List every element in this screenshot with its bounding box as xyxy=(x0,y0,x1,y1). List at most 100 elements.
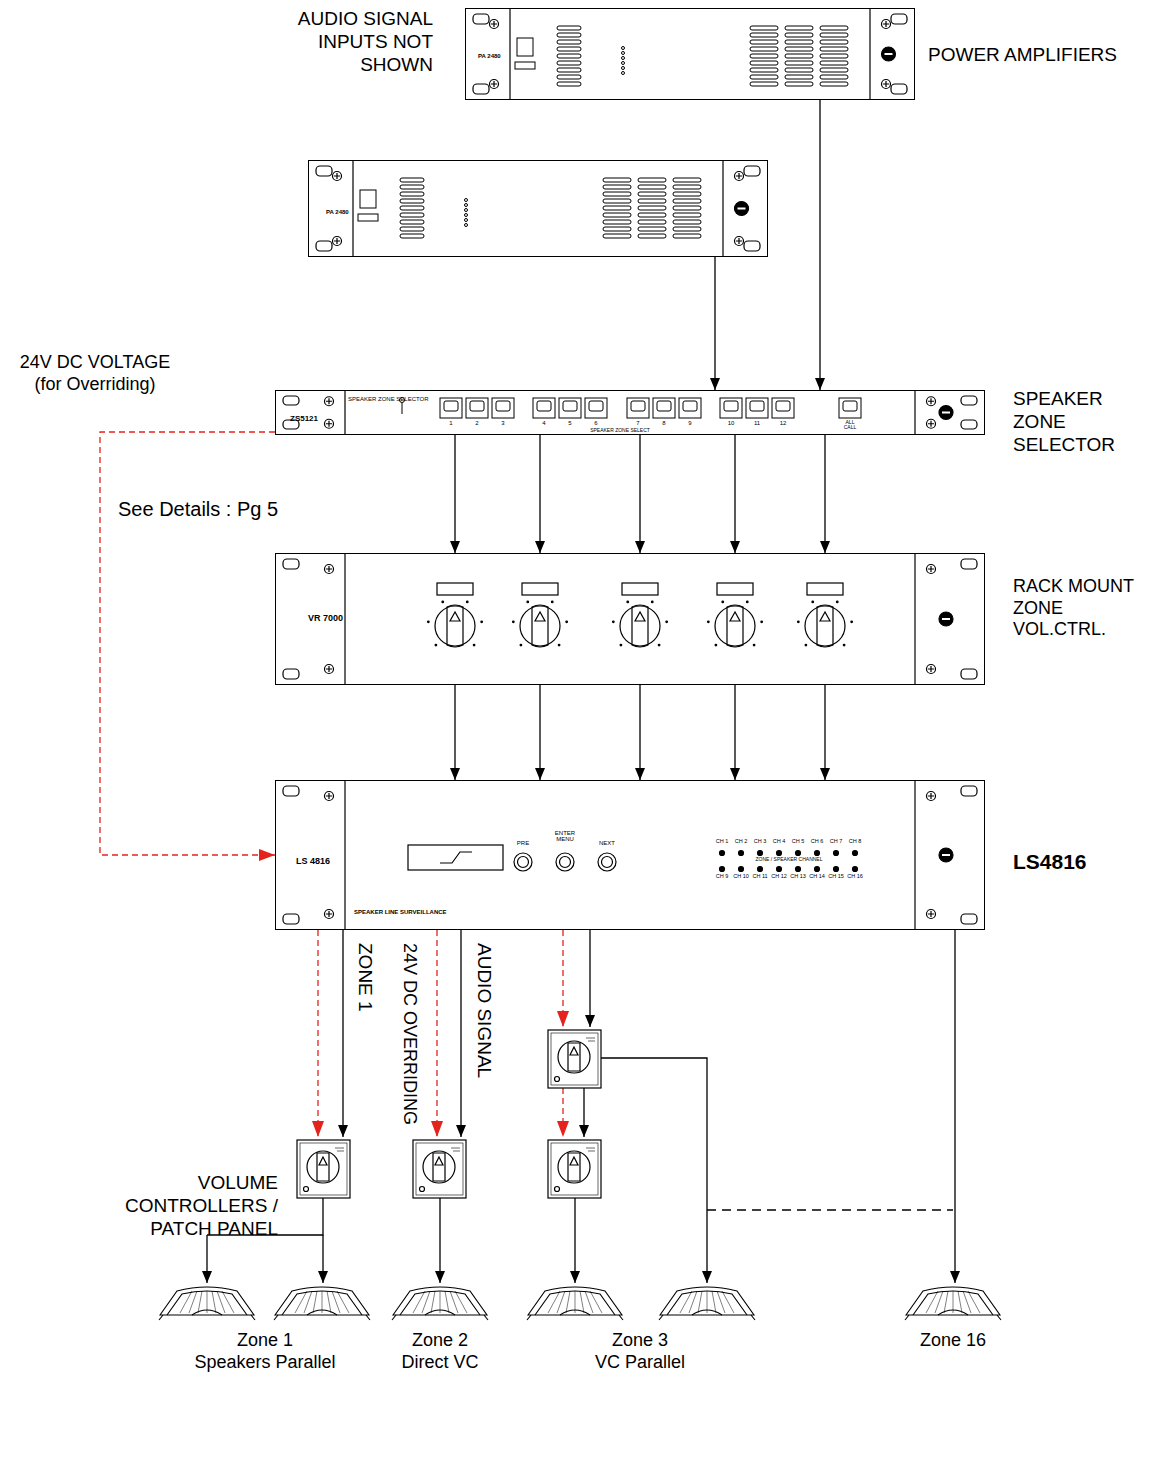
drawing-stroke xyxy=(590,1291,602,1313)
brand-logo xyxy=(738,208,746,210)
device-model: PA 2480 xyxy=(326,209,349,216)
vent-slot xyxy=(820,61,848,65)
channel-led xyxy=(834,851,839,856)
brand-logo xyxy=(942,854,950,856)
drawing-stroke xyxy=(557,1291,565,1313)
vent-slot xyxy=(400,206,424,210)
screw-cross xyxy=(326,793,332,799)
knob-grip xyxy=(632,605,648,647)
drawing-stroke xyxy=(528,1287,622,1315)
drawing-stroke xyxy=(566,1291,570,1313)
ceiling-speaker xyxy=(392,1287,488,1320)
signal-arrow xyxy=(454,685,455,780)
scale-tick xyxy=(722,601,724,603)
knob-grip xyxy=(447,605,463,647)
screw xyxy=(333,237,342,246)
panel-marking: ENTER MENU xyxy=(555,830,575,842)
vent-slot xyxy=(785,82,813,86)
zone-button xyxy=(470,401,484,411)
panel-marking: CH 15 xyxy=(828,874,844,880)
vent-slot xyxy=(750,82,778,86)
vent-slot xyxy=(603,206,631,210)
knob-pointer xyxy=(730,612,740,621)
panel-marking: ALL CALL xyxy=(844,420,857,430)
volume-knob xyxy=(805,606,845,646)
drawing-stroke xyxy=(558,1041,590,1073)
knob-pointer xyxy=(820,612,830,621)
screw-cross xyxy=(326,666,332,672)
mounting-slot xyxy=(891,84,907,94)
drawing-stroke xyxy=(322,1291,323,1313)
screw xyxy=(325,910,334,919)
annotation-label: LS4816 xyxy=(1013,849,1087,874)
brand-logo xyxy=(885,53,893,55)
drawing-stroke xyxy=(570,1047,578,1055)
vent-slot xyxy=(785,75,813,79)
zone-button xyxy=(533,398,555,418)
screw-cross xyxy=(928,793,934,799)
vent-slot xyxy=(400,213,424,217)
scale-tick xyxy=(442,601,444,603)
vent-slot xyxy=(400,178,424,182)
status-led xyxy=(622,47,625,50)
scale-tick xyxy=(812,601,814,603)
scale-tick xyxy=(566,621,568,623)
vent-slot xyxy=(557,82,581,86)
channel-led xyxy=(720,867,725,872)
screw-cross xyxy=(883,21,889,27)
zone-button xyxy=(589,401,603,411)
drawing-stroke xyxy=(667,1291,747,1315)
vent-slot xyxy=(750,40,778,44)
screw-cross xyxy=(883,81,889,87)
vent-slot xyxy=(750,47,778,51)
vent-slot xyxy=(750,75,778,79)
channel-led xyxy=(853,851,858,856)
vent-slot xyxy=(557,40,581,44)
channel-led xyxy=(815,851,820,856)
vent-slot xyxy=(603,234,631,238)
mounting-slot xyxy=(961,559,977,569)
vent-slot xyxy=(638,227,666,231)
drawing-stroke xyxy=(869,8,870,100)
drawing-stroke xyxy=(689,1291,697,1313)
screw-cross xyxy=(326,398,332,404)
mounting-slot xyxy=(283,786,299,796)
annotation-label: AUDIO SIGNAL INPUTS NOT SHOWN xyxy=(298,8,433,76)
mounting-slot xyxy=(744,166,760,176)
screw xyxy=(735,237,744,246)
signal-arrow xyxy=(539,685,540,780)
zone-buttons xyxy=(400,398,862,419)
vent-slot xyxy=(638,178,666,182)
mounting-slot xyxy=(283,396,299,405)
drawing-stroke xyxy=(551,1033,598,1085)
vent-slot xyxy=(603,178,631,182)
zone-button xyxy=(679,398,701,418)
speaker-wiring xyxy=(207,930,955,1283)
drawing-stroke xyxy=(222,1291,234,1313)
surveillance-panel xyxy=(408,845,858,872)
rack-device: LS 4816SPEAKER LINE SURVEILLANCE xyxy=(275,780,985,930)
mounting-slot xyxy=(283,914,299,924)
channel-led xyxy=(758,867,763,872)
panel-marking: CH 9 xyxy=(716,874,729,880)
ceiling-speaker xyxy=(274,1287,370,1320)
status-led xyxy=(465,209,468,212)
drawing-stroke xyxy=(722,160,723,257)
screw xyxy=(333,172,342,181)
brand-logo xyxy=(939,406,953,420)
panel-marking: CH 3 xyxy=(754,839,767,845)
scale-tick xyxy=(851,621,853,623)
scale-tick xyxy=(715,644,717,646)
drawing-stroke xyxy=(905,1315,1001,1320)
all-call-button xyxy=(839,398,861,418)
panel-marking: CH 16 xyxy=(847,874,863,880)
mounting-slot xyxy=(744,241,760,251)
signal-arrow xyxy=(714,257,715,390)
drawing-stroke xyxy=(555,1077,560,1082)
panel-marking: 7 xyxy=(636,420,639,426)
override-voltage-line xyxy=(100,432,275,855)
signal-arrow xyxy=(454,435,455,553)
status-led xyxy=(622,57,625,60)
drawing-stroke xyxy=(914,390,915,435)
drawing-stroke xyxy=(275,1287,369,1315)
